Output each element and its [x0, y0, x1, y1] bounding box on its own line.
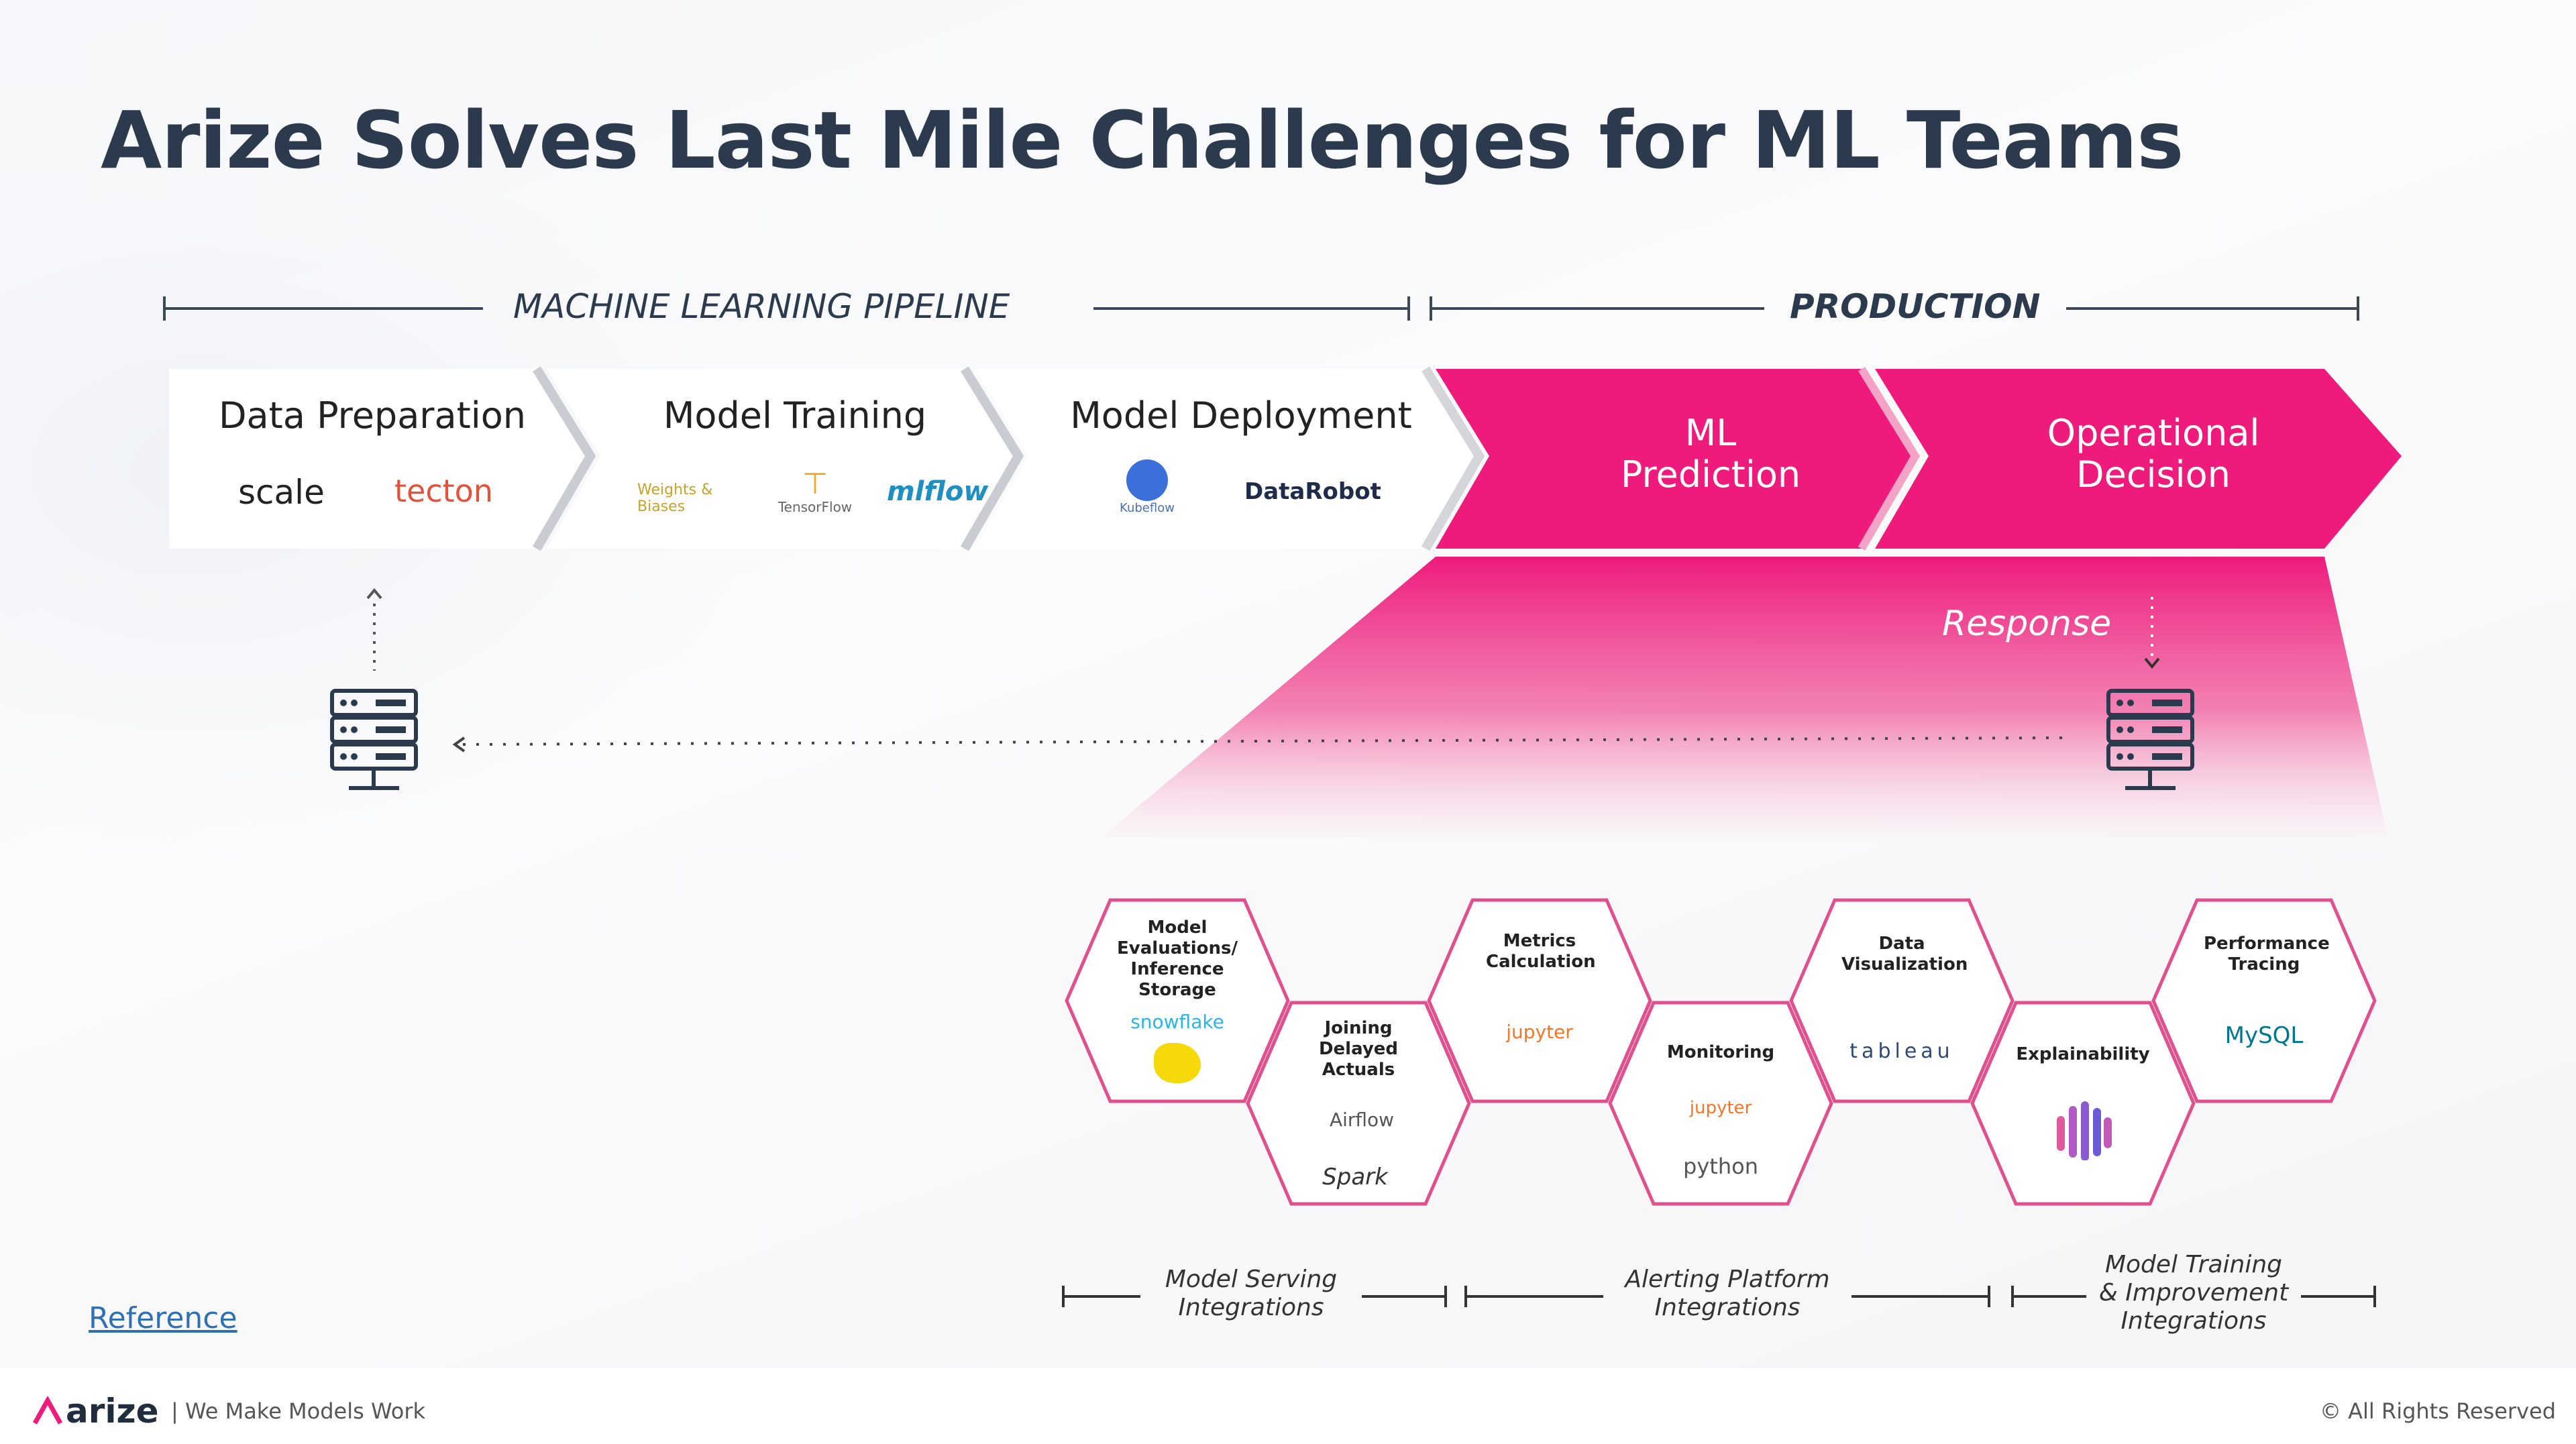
pipeline-chevrons — [169, 366, 2402, 551]
stage-ml-prediction-shape — [1436, 369, 1915, 549]
response-label: Response — [1942, 604, 2112, 644]
mlflow-logo: mlflow — [887, 476, 989, 507]
pipeline-label: MACHINE LEARNING PIPELINE — [513, 287, 1010, 326]
server-icon — [330, 689, 418, 790]
reference-link[interactable]: Reference — [89, 1301, 237, 1335]
stage-model-training-shape — [547, 369, 1018, 549]
hex-monitoring — [1608, 1001, 1833, 1206]
arize-logo-icon — [32, 1396, 63, 1425]
hex-metrics-calculation — [1427, 898, 1652, 1103]
hex-label-performance-tracing: Performance Tracing — [2204, 934, 2330, 975]
stage-operational-decision-shape — [1875, 369, 2402, 549]
jupyter-logo: jupyter — [1506, 1021, 1573, 1043]
pipeline-bracket — [163, 296, 2359, 321]
production-fan — [1100, 557, 2388, 838]
hex-label-monitoring: Monitoring — [1666, 1042, 1775, 1062]
tensorflow-logo: ⊤ TensorFlow — [771, 467, 859, 516]
mysql-logo: MySQL — [2224, 1022, 2304, 1049]
server-icon — [2106, 689, 2194, 790]
stage-model-deployment-shape — [975, 369, 1479, 549]
page-title: Arize Solves Last Mile Challenges for ML… — [101, 94, 2184, 186]
hex-model-evaluations — [1065, 898, 1290, 1103]
footer — [0, 1368, 2576, 1444]
hex-label-model-evaluations: Model Evaluations/ Inference Storage — [1117, 918, 1238, 1000]
stage-title-operational-decision: Operational Decision — [2047, 412, 2260, 496]
stage-title-model-training: Model Training — [663, 394, 927, 437]
connectors — [366, 588, 2160, 753]
tableau-logo: tableau — [1849, 1040, 1954, 1063]
jupyter-logo: jupyter — [1689, 1098, 1752, 1118]
integration-label-model-training: Model Training & Improvement Integration… — [2098, 1251, 2289, 1335]
integration-label-alerting-platform: Alerting Platform Integrations — [1625, 1266, 1830, 1321]
weights-biases-logo: Weights & Biases — [637, 482, 713, 515]
hex-data-visualization — [1789, 898, 2015, 1103]
stage-title-data-preparation: Data Preparation — [218, 394, 527, 437]
kubeflow-icon — [1126, 459, 1168, 501]
kubeflow-logo: Kubeflow — [1100, 459, 1194, 515]
hex-label-explainability: Explainability — [2016, 1044, 2150, 1064]
integration-label-model-serving: Model Serving Integrations — [1165, 1266, 1338, 1321]
explainability-icon — [2057, 1101, 2112, 1160]
hex-label-joining-delayed-actuals: Joining Delayed Actuals — [1318, 1018, 1399, 1080]
brand-name: arize — [66, 1392, 159, 1431]
scale-logo: scale — [238, 473, 325, 512]
hex-joining-delayed-actuals — [1246, 1001, 1471, 1206]
stage-title-ml-prediction: ML Prediction — [1620, 412, 1801, 496]
hex-label-metrics-calculation: Metrics Calculation — [1486, 931, 1596, 972]
tagline: | We Make Models Work — [171, 1398, 425, 1424]
hex-label-data-visualization: Data Visualization — [1841, 934, 1968, 975]
airflow-logo: Airflow — [1329, 1109, 1395, 1131]
stage-data-preparation-shape — [169, 369, 590, 549]
tensorflow-icon: ⊤ — [802, 467, 828, 501]
python-logo: python — [1683, 1154, 1758, 1179]
snowflake-logo: snowflake — [1130, 1011, 1224, 1033]
datarobot-logo: DataRobot — [1244, 478, 1381, 505]
hex-performance-tracing — [2151, 898, 2377, 1103]
spark-logo: Spark — [1322, 1164, 1388, 1190]
hexagon-grid — [1065, 898, 2377, 1206]
hive-logo — [1154, 1043, 1201, 1083]
integration-brackets — [1062, 1286, 2376, 1307]
copyright: © All Rights Reserved — [2319, 1398, 2556, 1424]
tecton-logo: tecton — [394, 473, 493, 509]
production-label: PRODUCTION — [1790, 287, 2041, 326]
stage-title-model-deployment: Model Deployment — [1070, 394, 1412, 437]
